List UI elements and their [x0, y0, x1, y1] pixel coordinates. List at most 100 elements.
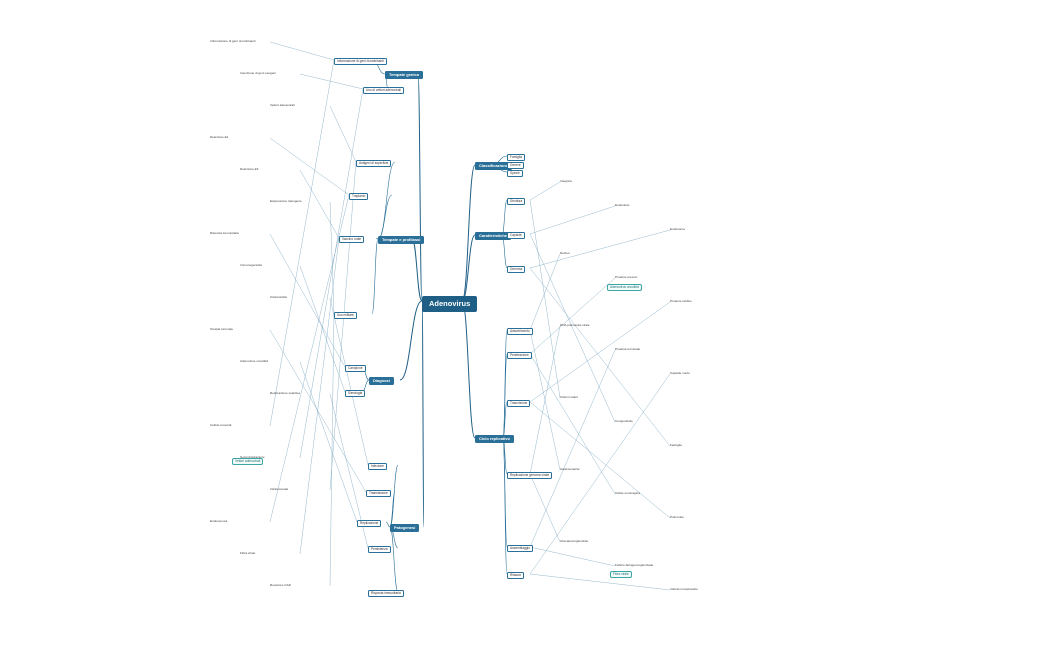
leaf-node[interactable]: Endosoma [670, 227, 685, 231]
leaf-connector [299, 169, 340, 239]
leaf-node[interactable]: Proteine tardive [670, 299, 692, 303]
branch-patogenesi[interactable]: Patogenesi [390, 524, 420, 532]
sub-node[interactable]: Persistenza [368, 546, 391, 554]
branch-caratteristiche[interactable]: Caratteristiche [475, 232, 512, 240]
leaf-node[interactable]: Risposta immunitaria [210, 231, 239, 235]
sub-node[interactable]: Trasmissione [366, 490, 391, 498]
leaf-node[interactable]: Informazione di geni ricombinanti [210, 39, 256, 43]
leaf-connector [299, 265, 346, 393]
sub-node[interactable]: Genere [507, 162, 524, 170]
leaf-node[interactable]: Faringite [670, 443, 683, 447]
connector [421, 300, 425, 528]
leaf-connector [299, 361, 358, 523]
leaf-node[interactable]: Cheratocongiuntivite [560, 539, 589, 543]
leaf-node[interactable]: Polmonite [670, 515, 684, 519]
sub-node[interactable]: Assemblaggio [507, 545, 534, 553]
leaf-connector [529, 233, 616, 423]
sub-node[interactable]: Penetrazione [507, 352, 532, 360]
leaf-node[interactable]: Infezioni respiratorie [670, 587, 698, 591]
leaf-node[interactable]: Intratumorale [270, 487, 289, 491]
connector [417, 73, 423, 302]
connector [371, 238, 379, 315]
leaf-connector [269, 194, 350, 523]
leaf-connector [299, 88, 364, 459]
highlighted-node[interactable]: Vettori adenovirali [232, 458, 264, 466]
sub-node[interactable]: Sierologia [345, 390, 366, 398]
highlighted-node[interactable]: Adenovirus oncolitici [607, 284, 643, 292]
leaf-node[interactable]: Proteine precoci [615, 275, 638, 279]
connector [377, 161, 396, 240]
leaf-node[interactable]: Delezione E3 [240, 167, 259, 171]
leaf-node[interactable]: Vettori adenovirali [270, 103, 295, 107]
leaf-connector [529, 277, 616, 355]
leaf-node[interactable]: Proteina terminale [615, 347, 641, 351]
leaf-node[interactable]: Citotossicità [270, 295, 287, 299]
leaf-node[interactable]: Espressione transgene [270, 199, 302, 203]
leaf-node[interactable]: Endovenosa [210, 519, 228, 523]
leaf-connector [529, 349, 616, 548]
branch-tempate-profilassi[interactable]: Tempate e profilassi [378, 236, 425, 244]
sub-node[interactable]: Antigeni di superficie [356, 160, 392, 168]
leaf-connector [269, 41, 335, 61]
connector [502, 353, 508, 439]
sub-node[interactable]: Capside [507, 232, 525, 240]
sub-node[interactable]: Trascrizione [507, 400, 531, 408]
root-node[interactable]: Adenovirus [422, 296, 478, 312]
sub-node[interactable]: Genoma [507, 266, 526, 274]
leaf-connector [329, 313, 335, 587]
leaf-node[interactable]: Gastroenterite [560, 467, 580, 471]
sub-node[interactable]: Trapianto [349, 193, 369, 201]
sub-node[interactable]: Rilascio [507, 572, 525, 580]
leaf-connector [529, 353, 616, 495]
leaf-node[interactable]: Endocitosi [615, 203, 630, 207]
leaf-node[interactable]: Fibra virale [240, 551, 256, 555]
leaf-connector [269, 59, 335, 427]
sub-node[interactable]: Campione [345, 365, 366, 373]
leaf-connector [529, 253, 561, 331]
sub-node[interactable]: Vaccino orale [339, 236, 365, 244]
leaf-node[interactable]: Febbre faringocongiuntivale [615, 563, 654, 567]
leaf-connector [329, 161, 357, 491]
leaf-node[interactable]: Somministrazione [240, 455, 265, 459]
connector [399, 300, 423, 381]
sub-node[interactable]: Risposta immunitaria [368, 590, 404, 598]
leaf-node[interactable]: Nucleo [560, 251, 570, 255]
leaf-node[interactable]: Virioni maturi [560, 395, 578, 399]
leaf-node[interactable]: Cistite emorragica [615, 491, 640, 495]
connector [502, 437, 508, 575]
leaf-connector [299, 73, 364, 90]
sub-node[interactable]: Replicazione [357, 520, 382, 528]
branch-diagnosi[interactable]: Diagnosi [369, 377, 394, 385]
branch-classificazione[interactable]: Classificazione [475, 162, 512, 170]
sub-node[interactable]: Informazione di geni ricombinanti [334, 58, 387, 66]
sub-node[interactable]: Replicazione genoma virale [507, 472, 553, 480]
leaf-node[interactable]: Replicazione selettiva [270, 391, 300, 395]
leaf-connector [529, 329, 561, 471]
leaf-connector [529, 573, 671, 591]
branch-tempate-genica[interactable]: Tempate genica [385, 71, 423, 79]
sub-node[interactable]: Infezione [368, 463, 387, 471]
leaf-node[interactable]: Cellule tumorali [210, 423, 232, 427]
leaf-connector [529, 205, 616, 235]
sub-node[interactable]: Specie [507, 170, 523, 178]
leaf-node[interactable]: Congiuntivite [615, 419, 633, 423]
sub-node[interactable]: Uso militare [334, 312, 357, 320]
leaf-node[interactable]: Capside vuoto [670, 371, 690, 375]
leaf-node[interactable]: Adenovirus oncolitici [240, 359, 269, 363]
leaf-node[interactable]: Immunogenicità [240, 263, 262, 267]
sub-node[interactable]: Adsorbimento [507, 328, 533, 336]
leaf-node[interactable]: Terapia tumorale [210, 327, 234, 331]
sub-node[interactable]: Uso di vettori adenovirali [363, 87, 404, 95]
leaf-node[interactable]: Delezione E1 [210, 135, 229, 139]
sub-node[interactable]: Struttura [507, 198, 526, 206]
sub-node[interactable]: Famiglia [507, 154, 526, 162]
highlighted-node[interactable]: Fibra virale [610, 571, 632, 579]
leaf-node[interactable]: DNA polimerasi virale [560, 323, 590, 327]
branch-ciclo-replicativo[interactable]: Ciclo replicativo [475, 435, 514, 443]
connector [461, 300, 476, 439]
leaf-node[interactable]: Integrine [560, 179, 573, 183]
leaf-connector [529, 267, 671, 447]
leaf-node[interactable]: Recettore CAR [270, 583, 291, 587]
leaf-node[interactable]: Inserzione di geni esogeni [240, 71, 276, 75]
